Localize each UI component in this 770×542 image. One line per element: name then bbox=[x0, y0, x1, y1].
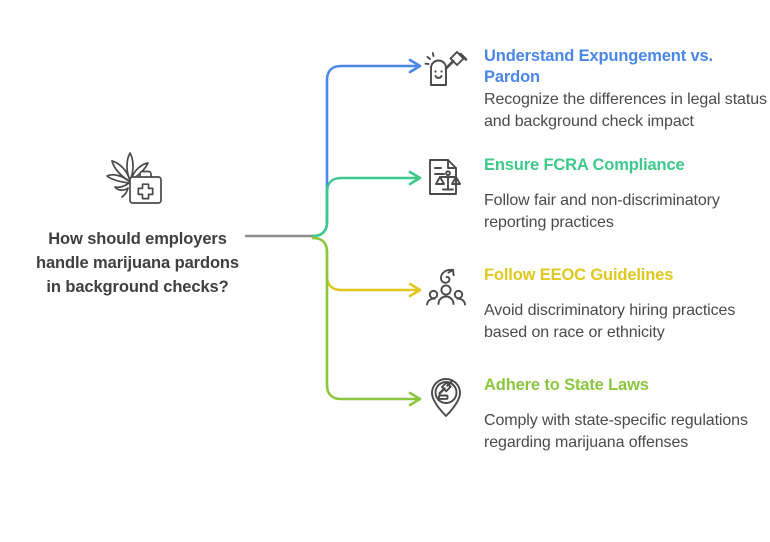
branch-body: Follow fair and non-discriminatory repor… bbox=[484, 192, 720, 232]
connector-branch-3 bbox=[311, 236, 422, 407]
branch-item-expungement: Understand Expungement vs. Pardon Recogn… bbox=[424, 46, 770, 133]
group-people-icon bbox=[426, 268, 466, 306]
connector-branch-0 bbox=[311, 58, 422, 238]
connector-branch-2 bbox=[311, 236, 422, 298]
map-pin-gavel-icon bbox=[431, 378, 461, 417]
branch-item-fcra: Ensure FCRA Compliance Follow fair and n… bbox=[424, 155, 770, 234]
branch-text-block: Adhere to State Laws Comply with state-s… bbox=[484, 375, 770, 454]
central-node: How should employers handle marijuana pa… bbox=[30, 150, 245, 300]
branch-text-block: Understand Expungement vs. Pardon Recogn… bbox=[484, 46, 770, 133]
arrow-head-0 bbox=[408, 58, 422, 74]
connector-branch-1 bbox=[311, 170, 422, 238]
gavel-tombstone-icon bbox=[424, 51, 468, 86]
document-scales-icon bbox=[429, 159, 461, 195]
branch-item-eeoc: Follow EEOC Guidelines Avoid discriminat… bbox=[424, 265, 770, 344]
central-question-text: How should employers handle marijuana pa… bbox=[36, 230, 239, 296]
branch-body: Comply with state-specific regulations r… bbox=[484, 412, 748, 452]
branch-heading: Understand Expungement vs. Pardon bbox=[484, 47, 713, 87]
branch-list: Understand Expungement vs. Pardon Recogn… bbox=[424, 0, 770, 542]
branch-heading: Adhere to State Laws bbox=[484, 376, 649, 394]
branch-heading: Ensure FCRA Compliance bbox=[484, 156, 685, 174]
marijuana-leaf-medical-kit-icon bbox=[105, 152, 162, 204]
branch-body: Avoid discriminatory hiring practices ba… bbox=[484, 302, 736, 342]
branch-heading: Follow EEOC Guidelines bbox=[484, 266, 674, 284]
arrow-head-1 bbox=[408, 170, 422, 186]
arrow-head-3 bbox=[408, 391, 422, 407]
branch-body: Recognize the differences in legal statu… bbox=[484, 91, 767, 131]
branch-item-state-laws: Adhere to State Laws Comply with state-s… bbox=[424, 375, 770, 454]
branch-text-block: Follow EEOC Guidelines Avoid discriminat… bbox=[484, 265, 770, 344]
arrow-head-2 bbox=[408, 282, 422, 298]
branch-text-block: Ensure FCRA Compliance Follow fair and n… bbox=[484, 155, 770, 234]
